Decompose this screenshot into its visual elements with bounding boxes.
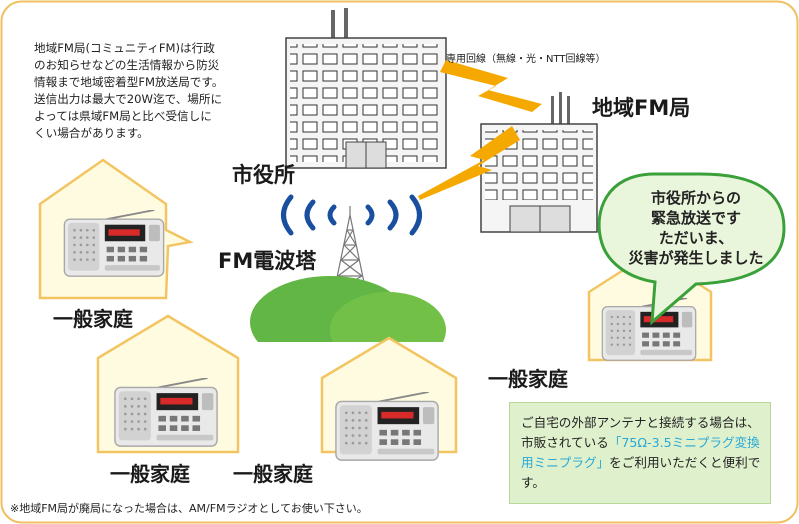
emergency-broadcast-message: 市役所からの 緊急放送です ただいま、 災害が発生しました <box>628 189 764 267</box>
fm-signal-bolt-icon <box>418 126 520 200</box>
fm-tower-label: FM電波塔 <box>218 249 317 273</box>
intro-paragraph: 地域FM局(コミュニティFM)は行政 のお知らせなどの生活情報から防災 情報まで… <box>34 41 224 140</box>
antenna-note-part1: ご自宅の外部アンテナと接続する場合は、市販されている <box>521 415 760 450</box>
household-label: 一般家庭 <box>110 462 190 486</box>
antenna-note-highlight: 「75Ω-3.5ミニプラグ変換用ミニプラグ」 <box>521 435 760 470</box>
footnote: ※地域FM局が廃局になった場合は、AM/FMラジオとしてお使い下さい。 <box>10 502 368 515</box>
city-hall-label: 市役所 <box>232 163 295 187</box>
household-house-icon <box>38 158 194 300</box>
household-house-icon <box>320 336 458 462</box>
household-label: 一般家庭 <box>233 462 313 486</box>
local-fm-station-label: 地域FM局 <box>592 96 691 120</box>
radio-wave-icon <box>281 194 422 236</box>
city-hall-building-icon <box>285 8 447 169</box>
antenna-note-part2: をご利用いただくと便利です。 <box>521 455 761 490</box>
speech-bubble <box>597 172 786 326</box>
dedicated-line-bolt-icon <box>440 60 542 112</box>
antenna-note-box <box>509 402 771 504</box>
hill-icon <box>240 276 450 372</box>
antenna-note-text: ご自宅の外部アンテナと接続する場合は、市販されている「75Ω-3.5ミニプラグ変… <box>521 413 765 493</box>
household-label: 一般家庭 <box>488 367 568 391</box>
household-label: 一般家庭 <box>53 307 133 331</box>
dedicated-line-label: 専用回線（無線・光・NTT回線等） <box>446 54 606 65</box>
household-house-icon <box>96 314 240 454</box>
